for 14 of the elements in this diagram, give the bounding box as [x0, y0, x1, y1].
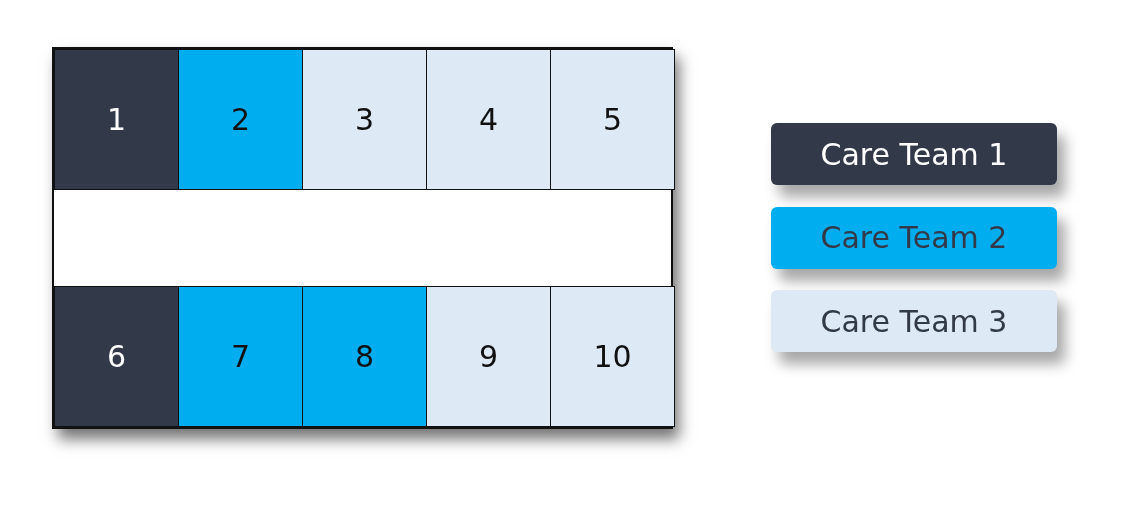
room: 1	[54, 49, 179, 190]
room: 2	[178, 49, 303, 190]
room: 3	[302, 49, 427, 190]
legend-item: Care Team 2	[771, 206, 1057, 269]
legend-item: Care Team 3	[771, 290, 1057, 352]
legend-item: Care Team 1	[771, 123, 1057, 185]
room: 5	[550, 49, 675, 190]
room: 10	[550, 286, 675, 427]
room: 7	[178, 286, 303, 427]
room: 9	[426, 286, 551, 427]
room: 4	[426, 49, 551, 190]
room: 6	[54, 286, 179, 427]
floor-plan-outline	[52, 47, 673, 429]
room: 8	[302, 286, 427, 427]
